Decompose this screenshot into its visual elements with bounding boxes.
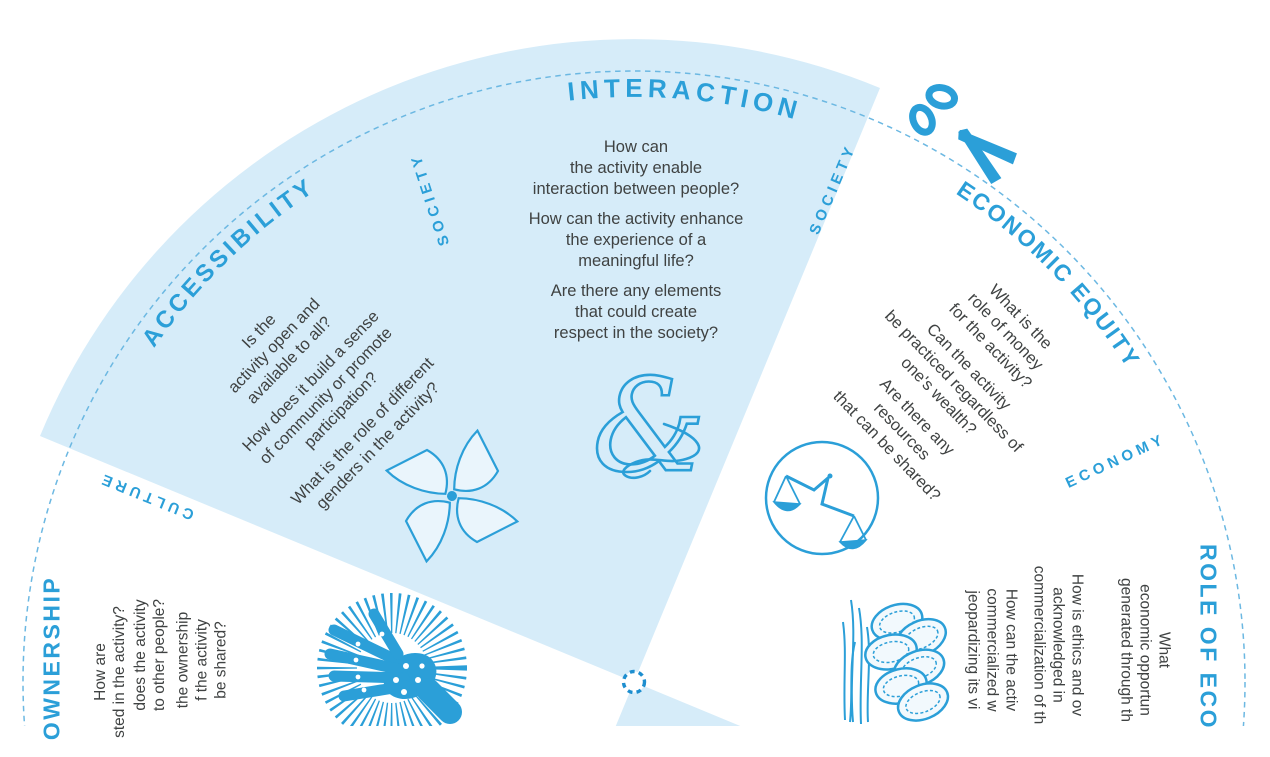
cut-line-dashed-circle <box>22 70 1246 726</box>
grass-lines <box>842 599 871 725</box>
role-of-economy-questions-1: What economic opportun generated through… <box>1117 555 1174 745</box>
question-paragraph: How can the activ commercialized w jeopa… <box>964 588 1020 712</box>
role-of-economy-title: ROLE OF ECO <box>1195 544 1222 730</box>
question-paragraph: does the activity to other people? <box>132 598 168 712</box>
ampersand-glyph: & <box>592 352 706 501</box>
scissors-icon <box>909 83 1017 185</box>
question-paragraph: How can the activity enhance the experie… <box>528 210 744 270</box>
ownership-title: OWNERSHIP <box>38 575 65 741</box>
ampersand-snake-icon: & <box>591 351 708 503</box>
wheel-graphic: & <box>22 39 1246 726</box>
ownership-questions-3: the ownership f the activity be shared? <box>174 580 231 740</box>
ownership-questions-2: does the activity to other people? <box>131 570 169 740</box>
question-paragraph: How is ethics and ov acknowledged in com… <box>1030 565 1086 725</box>
ownership-questions-1: How are sted in the activity? <box>91 587 129 757</box>
interaction-questions: How can the activity enable interaction … <box>456 137 816 353</box>
question-paragraph: How can the activity enable interaction … <box>532 138 740 198</box>
pinwheel-icon <box>384 428 520 564</box>
snake-tail <box>621 422 701 480</box>
hand-rays-icon <box>317 593 467 726</box>
question-paragraph: the ownership f the activity be shared? <box>174 611 230 709</box>
center-pin-icon <box>621 669 647 695</box>
question-paragraph: What economic opportun generated through… <box>1117 578 1173 722</box>
role-of-economy-questions-3: How can the activ commercialized w jeopa… <box>964 555 1021 745</box>
question-paragraph: Are there any elements that could create… <box>550 282 722 342</box>
bottom-sector-fill <box>615 682 741 726</box>
role-of-economy-questions-2: How is ethics and ov acknowledged in com… <box>1030 545 1087 745</box>
sustainability-wheel-poster: & <box>22 39 1246 740</box>
balance-scales-icon <box>764 440 880 556</box>
society-sector-fill <box>40 39 880 682</box>
question-paragraph: How are sted in the activity? <box>92 606 128 738</box>
bone-dots <box>353 631 425 695</box>
coins-icon <box>842 599 950 725</box>
